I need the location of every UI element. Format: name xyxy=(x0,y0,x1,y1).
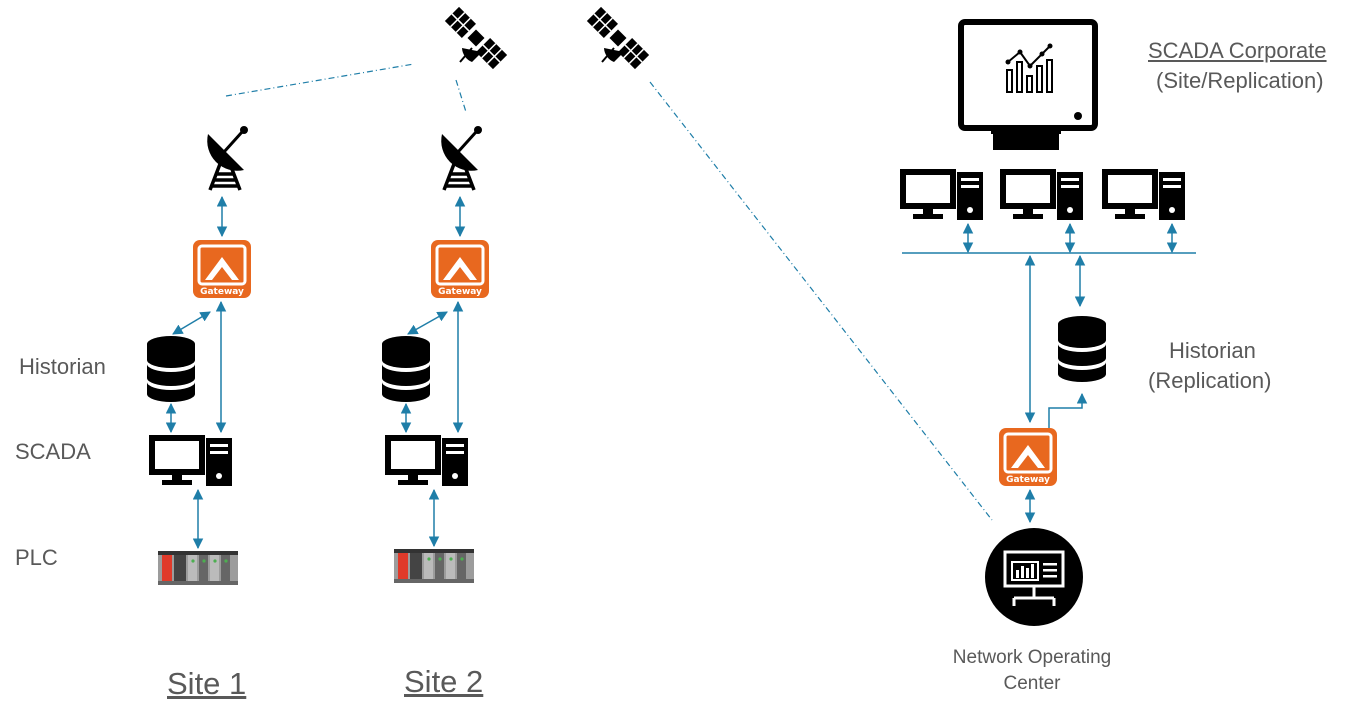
noc-label-line1: Network Operating xyxy=(952,647,1112,668)
noc-label: Network Operating Center xyxy=(932,645,1132,697)
database-icon xyxy=(147,336,195,402)
historian-replication-subtitle: (Replication) xyxy=(1148,368,1272,393)
computer-icon xyxy=(152,438,232,486)
plc-icon xyxy=(394,549,474,583)
gateway-icon xyxy=(191,238,253,300)
historian-label: Historian xyxy=(19,354,106,379)
computer-icon xyxy=(388,438,468,486)
scada-label: SCADA xyxy=(15,439,91,464)
noc-icon xyxy=(985,528,1083,626)
scada-corporate-subtitle: (Site/Replication) xyxy=(1156,68,1324,93)
scada-corporate-title: SCADA Corporate xyxy=(1148,38,1327,63)
gateway-icon xyxy=(997,426,1059,488)
noc-label-line2: Center xyxy=(1003,673,1061,694)
database-icon xyxy=(382,336,430,402)
gateway-icon xyxy=(429,238,491,300)
computer-icon xyxy=(903,172,983,220)
satellite-icon xyxy=(443,5,509,71)
satellite-links xyxy=(225,63,993,521)
historian-replication-title: Historian xyxy=(1169,338,1256,363)
monitor-icon xyxy=(958,19,1098,150)
computer-icon xyxy=(1003,172,1083,220)
plc-label: PLC xyxy=(15,545,58,570)
site2-label: Site 2 xyxy=(404,664,484,699)
site2-links xyxy=(400,195,466,548)
computer-icon xyxy=(1105,172,1185,220)
site1-links xyxy=(165,195,228,550)
satellite-icon xyxy=(585,5,651,71)
satellite-dish-icon xyxy=(205,124,250,192)
site1-label: Site 1 xyxy=(167,666,247,701)
corporate-links xyxy=(902,222,1196,524)
database-icon xyxy=(1058,316,1106,382)
plc-icon xyxy=(158,551,238,585)
satellite-dish-icon xyxy=(439,124,484,192)
